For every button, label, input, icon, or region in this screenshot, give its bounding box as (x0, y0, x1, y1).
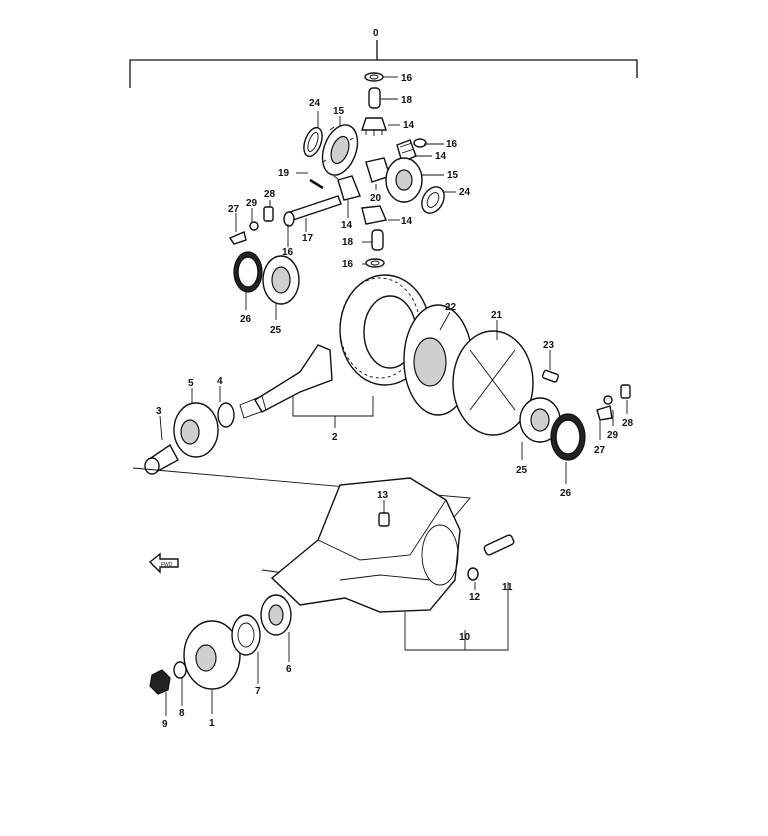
callout-28-a: 28 (264, 189, 276, 200)
callout-27-b: 27 (594, 445, 606, 456)
side-bearing-left (262, 255, 300, 305)
pinion-bearing-rear (217, 402, 235, 428)
ring-gear-bolt (541, 369, 560, 383)
callout-27-a: 27 (228, 204, 240, 215)
callout-15-a: 15 (333, 106, 345, 117)
callout-4: 4 (217, 376, 223, 387)
companion-flange (183, 620, 241, 690)
callout-20: 20 (370, 193, 382, 204)
callout-14-b: 14 (435, 151, 447, 162)
differential-case-cover (452, 330, 534, 436)
callout-17: 17 (302, 233, 314, 244)
callout-15-b: 15 (447, 170, 459, 181)
callout-18-a: 18 (401, 95, 413, 106)
callout-2: 2 (332, 432, 338, 443)
thrust-washer-right (413, 138, 427, 148)
callout-16-a: 16 (401, 73, 413, 84)
side-gear-washer-left (303, 126, 323, 158)
side-adjuster-left (233, 251, 263, 293)
callout-14-a: 14 (403, 120, 415, 131)
callout-26-b: 26 (560, 488, 572, 499)
callout-28-b: 28 (622, 418, 634, 429)
flange-nut (149, 669, 171, 695)
callout-8: 8 (179, 708, 185, 719)
lock-pin (309, 178, 324, 190)
callout-0: 0 (373, 28, 379, 39)
callout-11: 11 (502, 582, 513, 593)
callout-21: 21 (491, 310, 503, 321)
pinion-shaft (283, 195, 342, 227)
callout-3: 3 (156, 406, 162, 417)
side-gear-right (385, 157, 423, 203)
side-bearing-right (519, 397, 561, 443)
lock-washer-right (603, 395, 613, 405)
pinion-gear-top (361, 117, 387, 136)
fwd-label: FWD (161, 562, 173, 568)
callout-1: 1 (209, 718, 215, 729)
callout-16-d: 16 (342, 259, 354, 270)
callout-14-c: 14 (341, 220, 353, 231)
callout-6: 6 (286, 664, 292, 675)
callout-22: 22 (445, 302, 457, 313)
callout-10: 10 (459, 632, 471, 643)
callout-23: 23 (543, 340, 555, 351)
callout-13: 13 (377, 490, 389, 501)
thrust-washer-bottom (365, 258, 385, 268)
callout-14-d: 14 (401, 216, 413, 227)
fwd-arrow-icon: FWD (148, 552, 179, 574)
side-bearing-retainer-right (596, 405, 613, 421)
carrier-bolt (483, 534, 515, 556)
callout-16-c: 16 (282, 247, 294, 258)
pinion-shaft-pin-top (368, 87, 381, 109)
flange-washer (173, 661, 187, 679)
callout-7: 7 (255, 686, 261, 697)
callout-29-b: 29 (607, 430, 619, 441)
bolt-right (620, 384, 631, 399)
callout-26-a: 26 (240, 314, 252, 325)
callout-29-a: 29 (246, 198, 258, 209)
thrust-washer-top (364, 72, 384, 82)
assembly-bracket (129, 40, 638, 88)
callout-24-a: 24 (309, 98, 321, 109)
side-gear-left (321, 124, 359, 180)
pinion-gear-center (337, 175, 361, 201)
pinion-bearing-outer (260, 594, 292, 636)
pinion-bearing-front (173, 402, 219, 458)
callout-12: 12 (469, 592, 481, 603)
differential-carrier (270, 477, 461, 613)
bolt-left (263, 206, 274, 222)
side-bearing-retainer-left (228, 231, 247, 245)
callout-25-a: 25 (270, 325, 282, 336)
callout-18-b: 18 (342, 237, 354, 248)
oil-seal (231, 614, 261, 656)
drive-pinion (239, 344, 333, 419)
callout-labels: 0 1 2 3 4 5 6 7 8 9 10 11 12 13 14 14 14… (156, 28, 634, 730)
callout-19: 19 (278, 168, 290, 179)
pinion-shaft-pin-bottom (371, 229, 384, 251)
callout-16-b: 16 (446, 139, 458, 150)
callout-5: 5 (188, 378, 194, 389)
callout-9: 9 (162, 719, 168, 730)
pinion-gear-lower (361, 205, 387, 225)
lock-washer-left (249, 221, 259, 231)
callout-25-b: 25 (516, 465, 528, 476)
side-adjuster-right (550, 413, 586, 461)
callout-24-b: 24 (459, 187, 471, 198)
carrier-washer (467, 567, 479, 581)
leader-lines (159, 76, 628, 716)
filler-plug (378, 512, 390, 527)
side-gear-washer-right (421, 186, 445, 214)
